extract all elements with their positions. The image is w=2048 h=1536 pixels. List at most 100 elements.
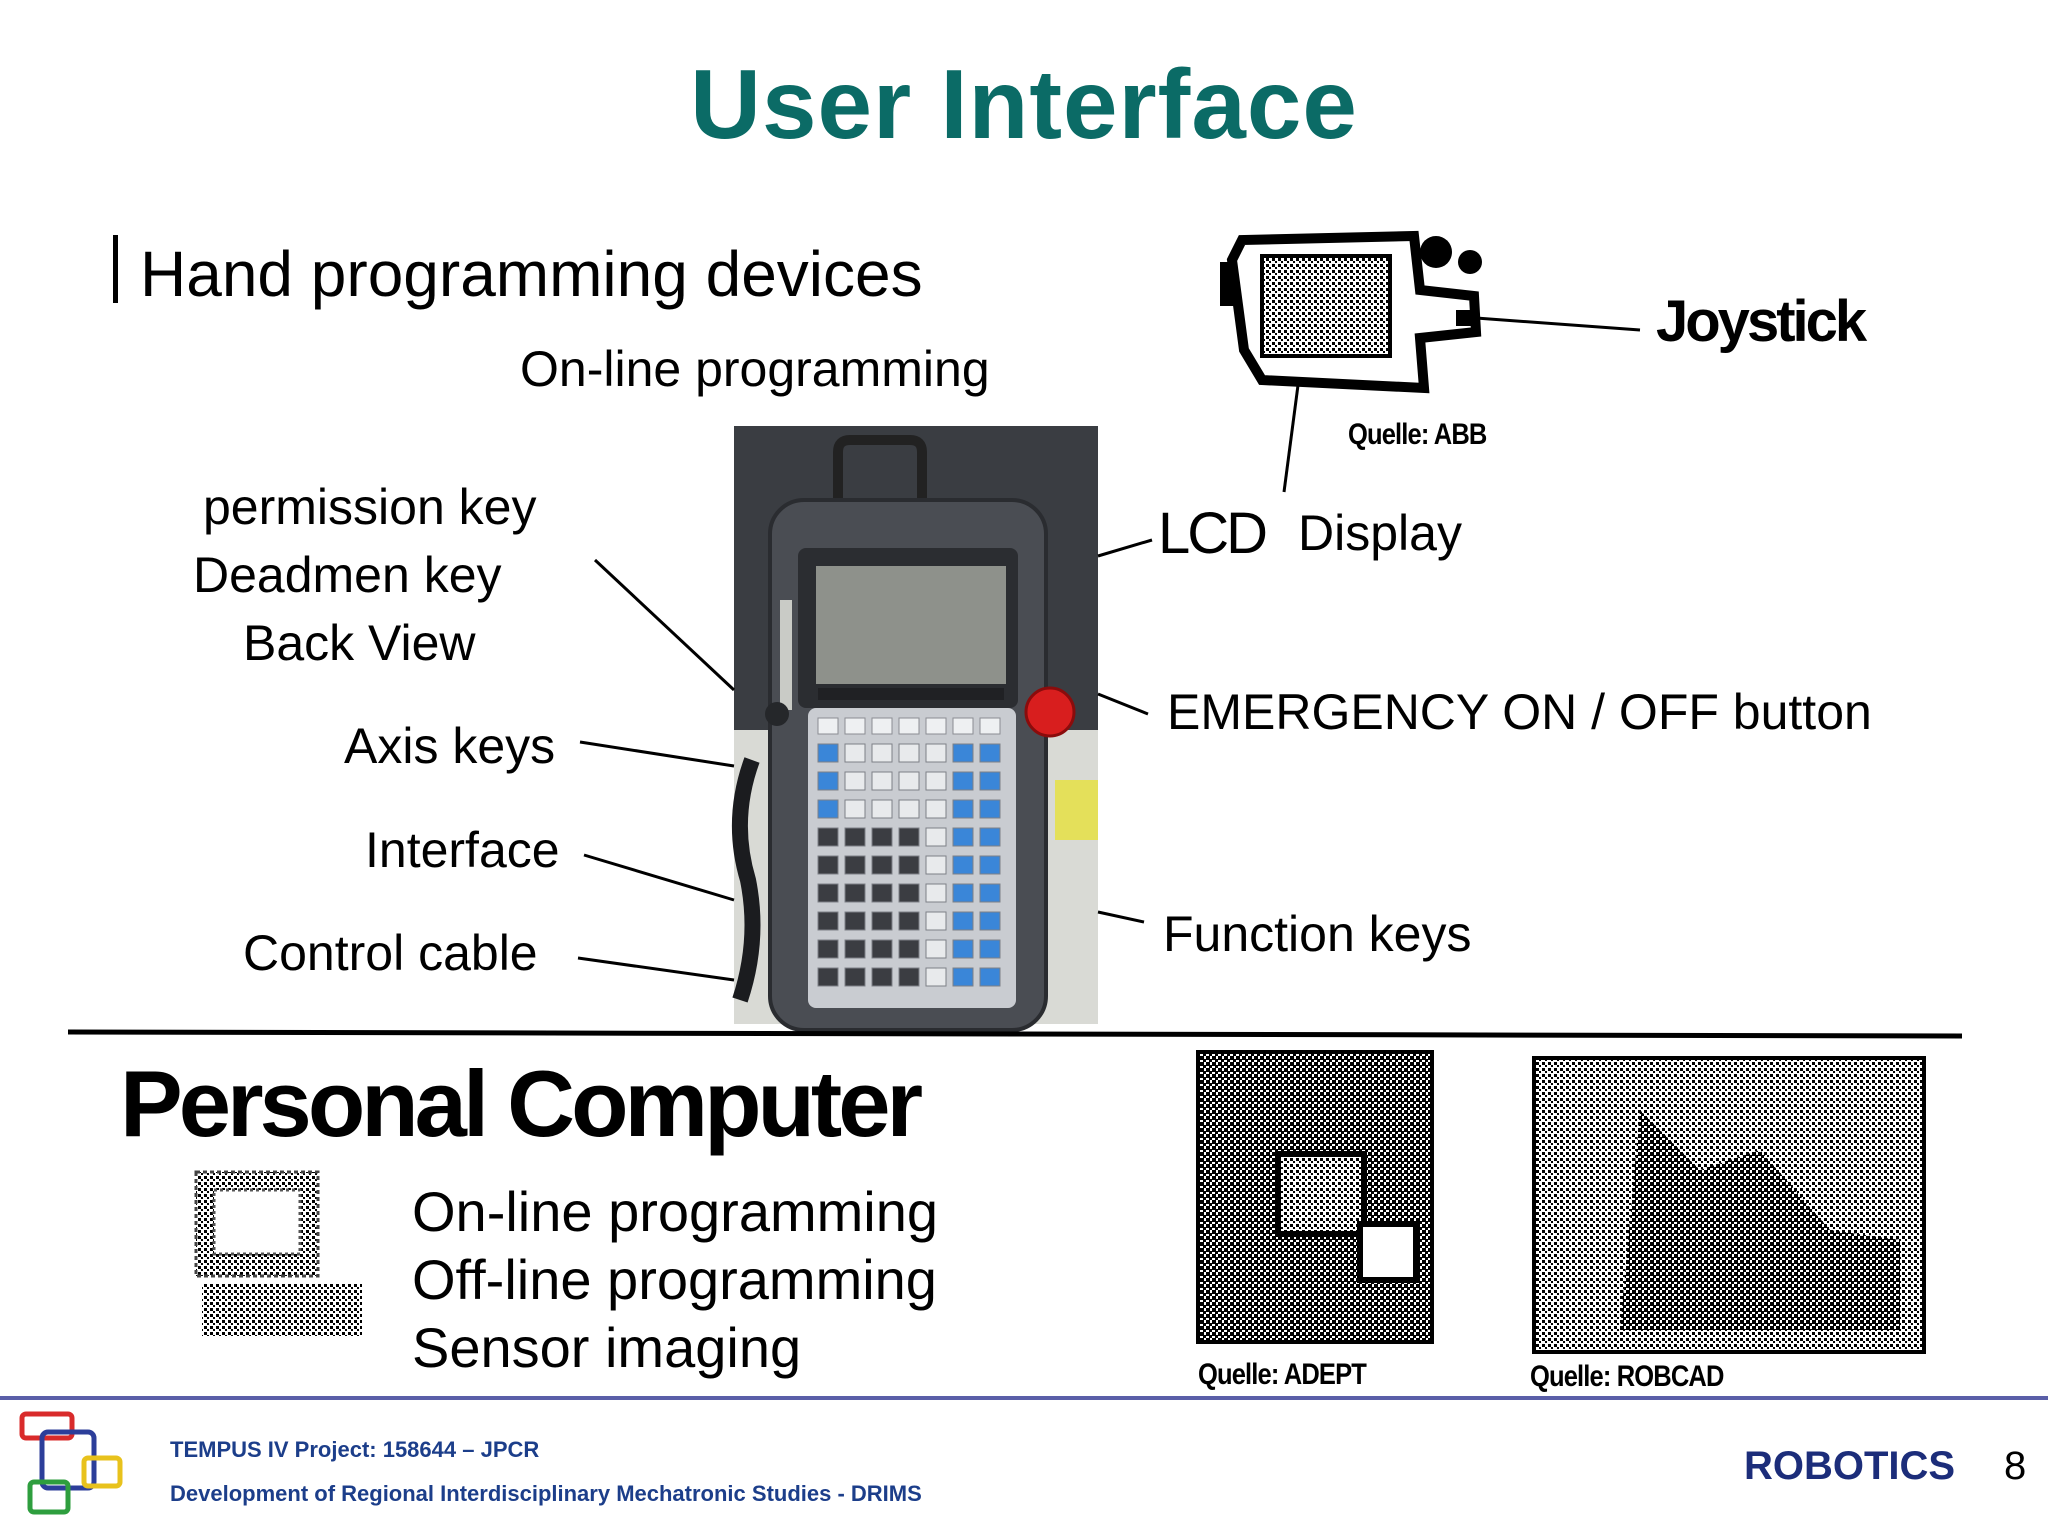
label-deadmen-key: Deadmen key xyxy=(193,547,502,603)
pendant-key xyxy=(925,911,947,931)
pendant-key xyxy=(979,799,1001,819)
pendant-key xyxy=(925,799,947,819)
pendant-key xyxy=(952,743,974,763)
pendant-key xyxy=(952,855,974,875)
pendant-key xyxy=(817,883,839,903)
label-control-cable: Control cable xyxy=(243,925,538,981)
pc-use-item: Sensor imaging xyxy=(412,1316,802,1379)
keypad xyxy=(817,717,1001,987)
pendant-key xyxy=(898,939,920,959)
pendant-key xyxy=(817,855,839,875)
pendant-key xyxy=(817,911,839,931)
pendant-key xyxy=(844,717,866,735)
leader-lines xyxy=(577,316,1641,982)
pendant-key xyxy=(979,771,1001,791)
pc-use-item: On-line programming xyxy=(412,1180,938,1243)
pendant-key xyxy=(925,883,947,903)
pendant-key xyxy=(925,939,947,959)
pendant-key xyxy=(871,717,893,735)
pendant-key xyxy=(952,939,974,959)
pendant-key xyxy=(979,717,1001,735)
pendant-key xyxy=(817,967,839,987)
online-programming-subheading: On-line programming xyxy=(520,341,990,397)
pendant-key xyxy=(925,717,947,735)
pendant-key xyxy=(979,743,1001,763)
pendant-key xyxy=(871,911,893,931)
pendant-key xyxy=(871,743,893,763)
section-heading-hand-devices: Hand programming devices xyxy=(140,238,923,310)
source-abb: Quelle: ABB xyxy=(1348,418,1487,451)
personal-computer-icon xyxy=(194,1170,362,1336)
teach-pendant-photo xyxy=(731,426,1098,1032)
pendant-key xyxy=(871,799,893,819)
bullet-marker xyxy=(113,235,118,303)
pendant-key xyxy=(898,717,920,735)
label-axis-keys: Axis keys xyxy=(344,718,556,774)
pendant-key xyxy=(952,799,974,819)
source-robcad: Quelle: ROBCAD xyxy=(1530,1360,1724,1393)
pendant-key xyxy=(898,799,920,819)
pendant-key xyxy=(952,911,974,931)
footer-program: Development of Regional Interdisciplinar… xyxy=(170,1481,922,1506)
label-back-view: Back View xyxy=(243,615,476,671)
pendant-key xyxy=(844,967,866,987)
pendant-key xyxy=(844,799,866,819)
pendant-key xyxy=(898,967,920,987)
footer-project: TEMPUS IV Project: 158644 – JPCR xyxy=(170,1437,540,1462)
section-divider xyxy=(67,1029,1963,1039)
pendant-key xyxy=(844,911,866,931)
section-heading-personal-computer: Personal Computer xyxy=(120,1051,923,1156)
label-lcd: LCD xyxy=(1158,501,1268,566)
pendant-key xyxy=(844,827,866,847)
pendant-key xyxy=(979,911,1001,931)
pendant-key xyxy=(817,827,839,847)
pendant-key xyxy=(952,771,974,791)
footer-course-name: ROBOTICS xyxy=(1744,1444,1956,1488)
pendant-key xyxy=(817,717,839,735)
pendant-key xyxy=(979,939,1001,959)
pendant-key xyxy=(925,855,947,875)
pendant-key xyxy=(844,939,866,959)
pendant-key xyxy=(844,743,866,763)
pendant-key xyxy=(925,771,947,791)
drims-logo xyxy=(19,1411,123,1515)
pendant-key xyxy=(898,827,920,847)
pendant-key xyxy=(871,967,893,987)
pendant-key xyxy=(871,827,893,847)
pendant-key xyxy=(817,771,839,791)
source-adept: Quelle: ADEPT xyxy=(1198,1358,1367,1391)
pendant-key xyxy=(952,717,974,735)
page-number: 8 xyxy=(2004,1444,2027,1488)
pendant-key xyxy=(952,883,974,903)
pendant-key xyxy=(844,883,866,903)
pendant-key xyxy=(817,799,839,819)
pendant-key xyxy=(871,855,893,875)
pendant-key xyxy=(817,743,839,763)
pendant-key xyxy=(979,967,1001,987)
label-emergency-button: EMERGENCY ON / OFF button xyxy=(1167,684,1872,740)
pendant-key xyxy=(898,883,920,903)
label-function-keys: Function keys xyxy=(1163,906,1472,962)
abb-pendant-sketch xyxy=(1220,230,1482,394)
pendant-key xyxy=(979,827,1001,847)
label-display: Display xyxy=(1298,505,1462,561)
pendant-key xyxy=(925,743,947,763)
pendant-key xyxy=(979,855,1001,875)
pendant-key xyxy=(817,939,839,959)
pendant-key xyxy=(871,939,893,959)
pendant-key xyxy=(979,883,1001,903)
pendant-key xyxy=(871,883,893,903)
label-interface: Interface xyxy=(365,822,560,878)
pendant-key xyxy=(898,743,920,763)
pc-use-item: Off-line programming xyxy=(412,1248,937,1311)
pendant-key xyxy=(898,771,920,791)
label-permission-key: permission key xyxy=(203,479,537,535)
pendant-key xyxy=(844,855,866,875)
pendant-key xyxy=(898,855,920,875)
pendant-key xyxy=(925,967,947,987)
pendant-key xyxy=(952,827,974,847)
pendant-key xyxy=(952,967,974,987)
slide-title: User Interface xyxy=(690,49,1358,159)
pc-uses-list: On-line programming Off-line programming… xyxy=(412,1178,938,1382)
